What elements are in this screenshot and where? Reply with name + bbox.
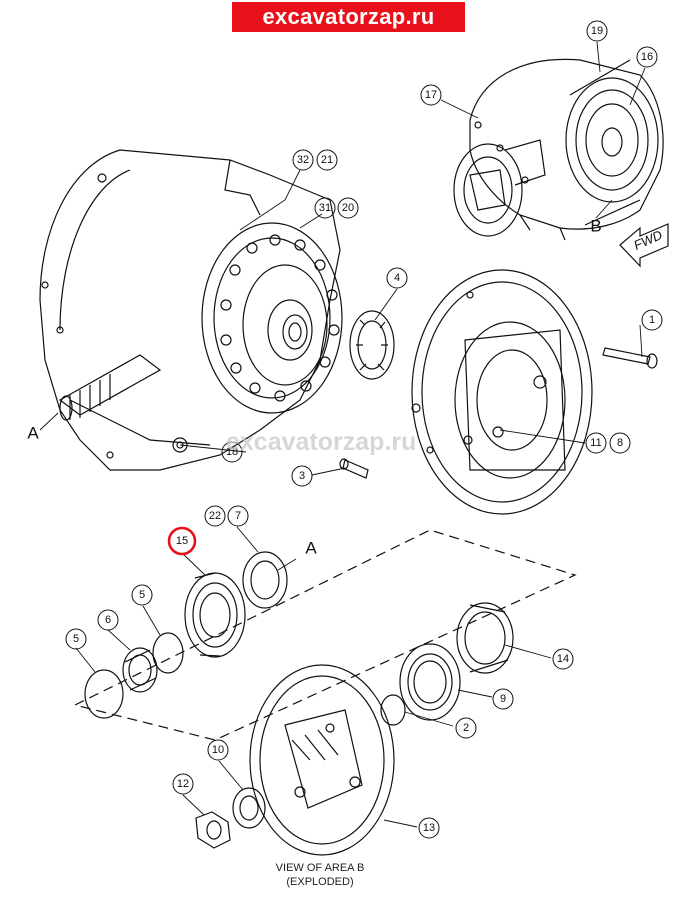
flange-housing — [411, 269, 593, 515]
nut-12 — [195, 811, 231, 849]
leader-lines — [39, 41, 646, 828]
callout-19[interactable]: 19 — [591, 25, 603, 37]
callout-17[interactable]: 17 — [425, 89, 437, 101]
fwd-arrow — [619, 223, 669, 268]
callout-20[interactable]: 20 — [342, 202, 354, 214]
site-banner[interactable]: excavatorzap.ru — [232, 2, 465, 32]
watermark: excavatorzap.ru — [226, 428, 417, 456]
callout-8[interactable]: 8 — [617, 437, 623, 449]
view-letter-b: B — [590, 217, 601, 236]
callout-12[interactable]: 12 — [177, 778, 189, 790]
callout-1[interactable]: 1 — [649, 314, 655, 326]
callout-11[interactable]: 11 — [590, 437, 601, 449]
callout-15[interactable]: 15 — [176, 535, 188, 547]
o-ring-5-lower — [84, 669, 124, 719]
view-letter-a-top: A — [305, 539, 317, 558]
seal-14 — [456, 602, 514, 674]
callout-4[interactable]: 4 — [394, 272, 400, 284]
seal-9 — [399, 643, 461, 721]
bearing-ring-4 — [349, 310, 395, 380]
callout-circles — [65, 20, 663, 839]
sleeve-6 — [122, 647, 158, 693]
callout-13[interactable]: 13 — [423, 822, 435, 834]
main-housing — [39, 149, 343, 471]
callout-9[interactable]: 9 — [500, 693, 506, 705]
callout-14[interactable]: 14 — [557, 653, 569, 665]
callout-22[interactable]: 22 — [209, 510, 221, 522]
washer-10 — [232, 787, 266, 829]
o-ring-2 — [380, 694, 406, 726]
callout-3[interactable]: 3 — [299, 470, 305, 482]
callout-10[interactable]: 10 — [212, 744, 224, 756]
view-letter-a-left: A — [27, 424, 39, 443]
pin-3 — [342, 459, 369, 479]
exploded-view-boundary — [73, 529, 577, 741]
callout-16[interactable]: 16 — [641, 51, 653, 63]
callout-31[interactable]: 31 — [319, 202, 331, 214]
callout-6[interactable]: 6 — [105, 614, 111, 626]
washer-7 — [242, 551, 288, 609]
bolt-1 — [602, 347, 651, 365]
callout-7[interactable]: 7 — [235, 510, 241, 522]
callout-15-highlight[interactable] — [167, 526, 197, 556]
callout-32[interactable]: 32 — [297, 154, 309, 166]
o-ring-5-upper — [152, 632, 184, 674]
caption-line-1: VIEW OF AREA B — [275, 862, 365, 874]
callout-18[interactable]: 18 — [226, 446, 238, 458]
callout-5-lower[interactable]: 5 — [73, 633, 79, 645]
callout-numbers: 19 16 17 32 21 31 20 4 1 11 8 18 3 22 7 … — [73, 25, 655, 834]
bearing-15 — [184, 572, 246, 658]
callout-21[interactable]: 21 — [321, 154, 333, 166]
caption-line-2: (EXPLODED) — [286, 876, 354, 888]
disc-13 — [249, 664, 395, 856]
bolt-1-head — [646, 353, 658, 369]
upper-right-assembly — [453, 58, 664, 241]
callout-2[interactable]: 2 — [463, 722, 469, 734]
callout-5-upper[interactable]: 5 — [139, 589, 145, 601]
